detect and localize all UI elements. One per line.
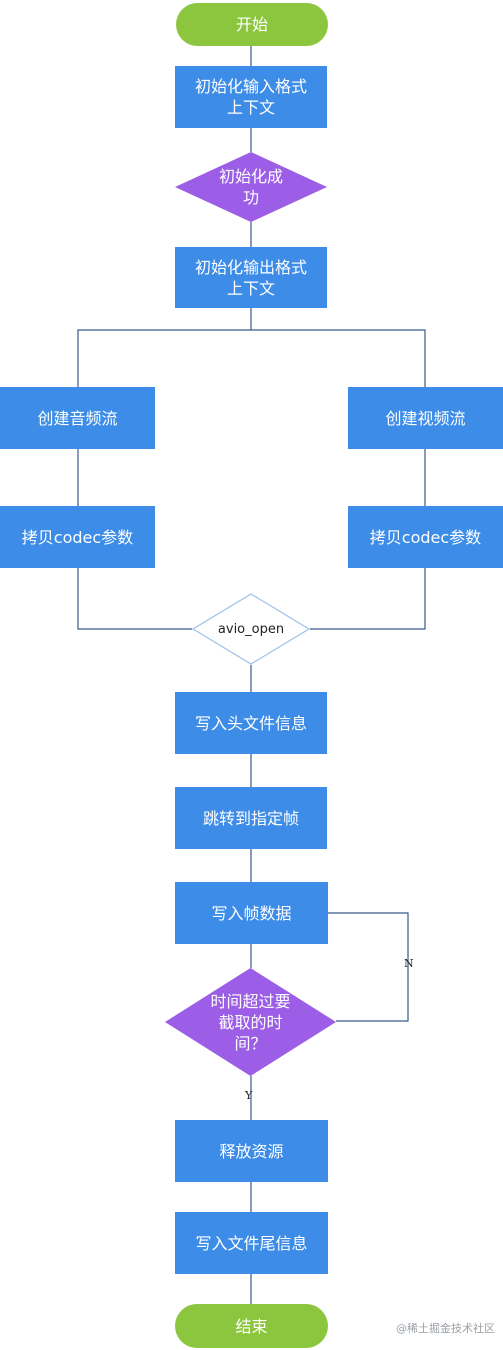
create-video-label: 创建视频流 [385, 408, 466, 428]
edge-loop-no [328, 912, 409, 1022]
end-label: 结束 [235, 1316, 268, 1336]
create-audio-label: 创建音频流 [37, 408, 118, 428]
watermark-text: @稀土掘金技术社区 [396, 1322, 495, 1335]
release-label: 释放资源 [219, 1141, 284, 1161]
avio-open-decision: avio_open [192, 593, 310, 665]
edge-split-branches [77, 329, 426, 387]
create-video-node: 创建视频流 [348, 387, 503, 449]
start-label: 开始 [235, 15, 268, 34]
init-success-decision: 初始化成 功 [175, 152, 327, 222]
edge-video-avio [310, 568, 426, 630]
create-audio-node: 创建音频流 [0, 387, 155, 449]
end-node: 结束 [175, 1304, 328, 1348]
init-success-diamond [175, 152, 327, 222]
start-node: 开始 [176, 3, 328, 46]
copy-codec-audio-node: 拷贝codec参数 [0, 506, 155, 568]
time-check-decision: 时间超过要 截取的时 间？ [165, 968, 336, 1076]
seek-frame-label: 跳转到指定帧 [202, 808, 299, 828]
write-header-node: 写入头文件信息 [175, 692, 327, 754]
init-output-node: 初始化输出格式 上下文 [175, 247, 327, 308]
copy-codec-video-label: 拷贝codec参数 [369, 527, 482, 547]
write-frame-node: 写入帧数据 [175, 882, 328, 944]
copy-codec-video-node: 拷贝codec参数 [348, 506, 503, 568]
edge-label-no: N [404, 957, 414, 970]
edge-audio-avio [77, 568, 192, 630]
time-check-label: 时间超过要 截取的时 间？ [210, 991, 291, 1053]
time-check-diamond [165, 968, 336, 1076]
write-header-label: 写入头文件信息 [194, 713, 307, 733]
seek-frame-node: 跳转到指定帧 [175, 787, 327, 849]
edge-label-yes: Y [245, 1089, 253, 1102]
avio-open-label: avio_open [217, 621, 285, 637]
write-trailer-node: 写入文件尾信息 [175, 1212, 328, 1274]
copy-codec-audio-label: 拷贝codec参数 [21, 527, 134, 547]
init-success-label: 初始化成 功 [218, 167, 283, 207]
init-input-label: 初始化输入格式 上下文 [194, 77, 307, 117]
write-trailer-label: 写入文件尾信息 [195, 1233, 308, 1253]
init-input-node: 初始化输入格式 上下文 [175, 66, 327, 128]
init-output-label: 初始化输出格式 上下文 [194, 257, 307, 298]
write-frame-label: 写入帧数据 [211, 903, 292, 923]
release-node: 释放资源 [175, 1120, 328, 1182]
avio-open-diamond [192, 593, 310, 665]
